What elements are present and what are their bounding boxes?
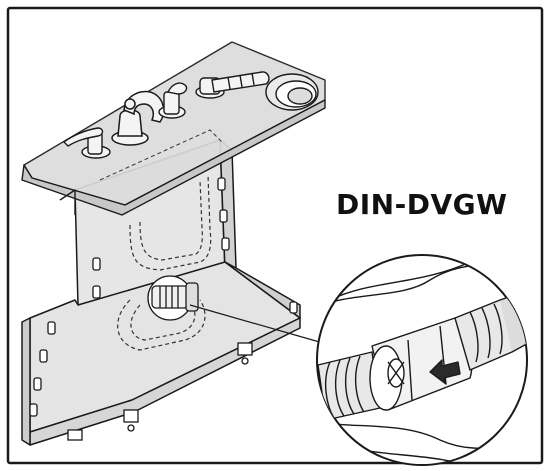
right-fitting: [454, 289, 527, 371]
box-clips: [29, 177, 298, 417]
din-dvgw-label: DIN-DVGW: [336, 188, 508, 221]
handle-right-icon: [158, 82, 188, 119]
handle-left-icon: [62, 127, 111, 159]
zoom-leader-line: [189, 304, 331, 346]
hidden-box-top: [99, 129, 223, 181]
hidden-pipes: [117, 174, 212, 351]
box-base-side: [224, 261, 301, 319]
hand-shower-icon: [195, 71, 319, 111]
valve-cartridge: [147, 275, 199, 321]
zoom-detail: [316, 254, 528, 466]
faucet-spout-icon: [111, 90, 165, 146]
box-base-left-edge: [21, 317, 31, 446]
flow-arrow-icon: [429, 359, 461, 385]
outer-frame: [6, 6, 544, 465]
box-feet: [67, 342, 253, 441]
